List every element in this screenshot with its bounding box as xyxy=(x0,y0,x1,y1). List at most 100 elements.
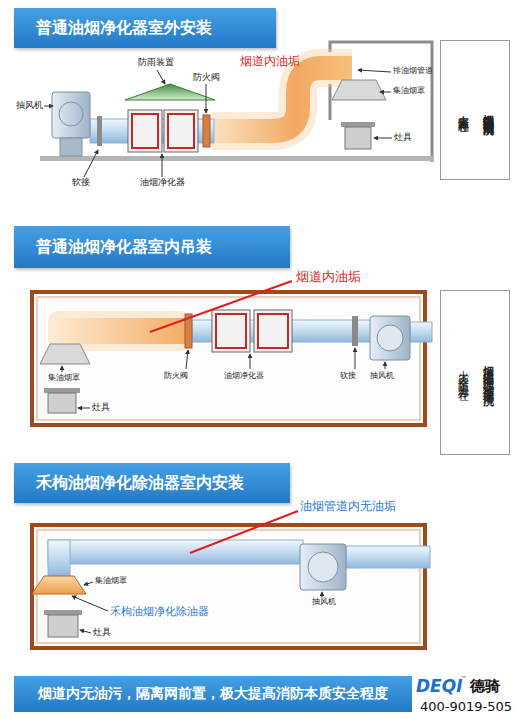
section-header: 禾枸油烟净化除油器室内安装 xyxy=(14,463,290,503)
purifier-frame xyxy=(216,314,246,348)
fan xyxy=(300,544,346,590)
header-text: 普通油烟净化器室内吊装 xyxy=(36,237,212,258)
callout-line xyxy=(150,281,292,332)
leader-arrow xyxy=(78,408,90,409)
part-label: 集油烟罩 xyxy=(95,577,127,585)
phone-number: 400-9019-505 xyxy=(420,700,512,713)
part-label: 集油烟罩 xyxy=(48,374,80,382)
fan-wheel xyxy=(377,325,403,351)
stove-top xyxy=(341,122,375,127)
header-text: 烟道内无油污，隔离网前置，极大提高消防本质安全程度 xyxy=(38,685,388,703)
leader-arrow xyxy=(385,362,386,369)
flex-joint xyxy=(97,116,102,146)
grease-filter-hood xyxy=(32,576,86,594)
leader-arrows xyxy=(62,348,385,408)
purifier-frame xyxy=(258,314,288,348)
rain-cover xyxy=(125,84,215,100)
footer-band: 烟道内无油污，隔离网前置，极大提高消防本质安全程度 xyxy=(14,676,412,712)
leader-arrow xyxy=(84,150,98,177)
leader-arrow xyxy=(358,70,391,72)
part-label: 灶具 xyxy=(394,133,412,142)
leader-arrow xyxy=(157,70,165,84)
improved-scene xyxy=(32,511,430,648)
floor xyxy=(40,156,434,161)
flex-joint xyxy=(352,316,358,346)
warning-text: 火灾安全隐患存在 xyxy=(455,361,470,385)
purifier-module xyxy=(128,110,162,152)
outlet-duct xyxy=(346,546,430,568)
purifier-module xyxy=(212,310,250,352)
purifier-frame xyxy=(168,114,194,148)
greasy-duct xyxy=(212,68,352,131)
part-label: 抽风机 xyxy=(312,598,336,606)
outlet-duct xyxy=(410,322,432,342)
grease-glow xyxy=(212,68,352,131)
part-label: 防火阀 xyxy=(164,372,188,380)
fan-wheel xyxy=(59,102,83,126)
leader-arrow xyxy=(84,582,93,585)
callout-line xyxy=(190,511,298,553)
warning-label: 烟道内油垢 xyxy=(240,55,300,67)
part-label: 油烟净化器 xyxy=(140,178,185,187)
part-label: 抽风机 xyxy=(370,372,394,380)
room-wall xyxy=(32,292,425,425)
fan xyxy=(370,316,410,360)
leader-arrow xyxy=(322,592,323,597)
section-header: 普通油烟净化器室内吊装 xyxy=(14,226,290,268)
stove xyxy=(48,615,78,637)
hood xyxy=(332,80,386,100)
leader-arrow xyxy=(62,366,63,372)
leader-arrow xyxy=(380,92,391,93)
fan-wheel xyxy=(308,552,338,582)
brand-logo: DEQI xyxy=(416,678,463,695)
part-label: 油烟净化器 xyxy=(224,372,264,380)
leader-arrow xyxy=(72,596,108,611)
header-text: 普通油烟净化器室外安装 xyxy=(36,18,212,39)
stove xyxy=(48,393,76,413)
header-text: 禾枸油烟净化除油器室内安装 xyxy=(36,473,244,494)
room-wall-inner xyxy=(37,297,420,420)
part-label: 软接 xyxy=(72,178,90,187)
leader-arrow xyxy=(44,106,53,107)
hood xyxy=(40,344,90,364)
purifier-frame xyxy=(132,114,158,148)
leader-arrow xyxy=(162,154,163,177)
purifier-module xyxy=(254,310,292,352)
duct-elbow xyxy=(48,540,70,576)
part-label: 灶具 xyxy=(92,403,110,412)
leader-arrows xyxy=(72,582,322,633)
leader-arrow xyxy=(80,630,91,633)
warning-box: 烟道内油污无法彻底清洗 火灾安全隐患存在 xyxy=(440,40,510,180)
part-label: 防火阀 xyxy=(193,73,220,82)
ceiling-scene xyxy=(32,281,432,425)
leader-arrow xyxy=(186,350,188,369)
greasy-duct xyxy=(55,318,185,344)
part-label: 防雨装置 xyxy=(138,58,174,67)
part-label: 排油烟管道 xyxy=(393,67,433,75)
part-label: 集油烟罩 xyxy=(393,87,425,95)
highlight-label: 油烟管道内无油垢 xyxy=(300,500,396,512)
leader-arrow xyxy=(250,354,251,369)
stove xyxy=(345,127,371,149)
warning-text: 火灾安全隐患存在 xyxy=(455,106,470,114)
stove-top xyxy=(44,610,82,615)
warning-label: 烟道内油垢 xyxy=(296,270,361,283)
fire-damper xyxy=(203,115,210,147)
stove-top xyxy=(44,388,80,393)
fan xyxy=(52,92,90,138)
leader-arrow xyxy=(374,138,392,139)
purifier-module xyxy=(164,110,198,152)
brand-name: 德骑 xyxy=(470,679,500,694)
warning-text: 烟道内油污无法彻底清洗 xyxy=(480,356,495,389)
leader-arrow xyxy=(355,348,356,369)
part-label: 抽风机 xyxy=(16,101,43,110)
part-label: 软接 xyxy=(340,372,356,380)
leader-arrow xyxy=(206,84,207,113)
room-wall xyxy=(32,525,425,648)
logo-background xyxy=(412,672,512,716)
fan-base xyxy=(60,138,82,156)
warning-text: 烟道内油污无法彻底清洗 xyxy=(480,105,495,116)
warning-box: 烟道内油污无法彻底清洗火灾安全隐患存在 xyxy=(440,290,510,455)
